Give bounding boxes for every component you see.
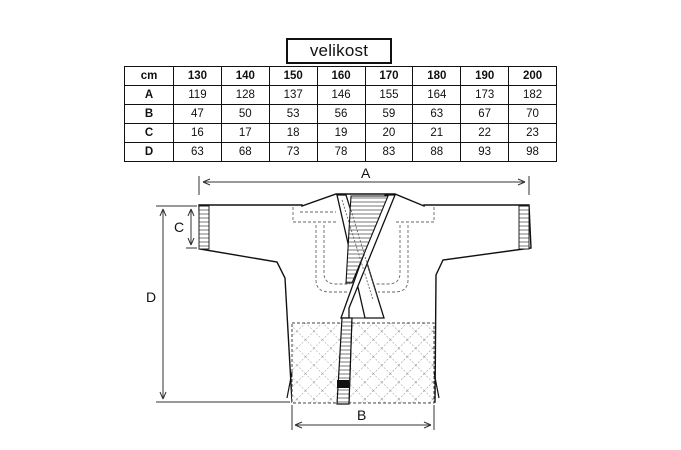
dimension-d-label: D (146, 289, 156, 305)
table-cell: 155 (364, 85, 414, 105)
table-row-d: D 63 68 73 78 83 88 93 98 (124, 142, 557, 162)
dimension-b (291, 405, 435, 430)
dimension-c (186, 205, 197, 249)
table-row-b: B 47 50 53 56 59 63 67 70 (124, 104, 557, 124)
sleeve-cuffs (198, 205, 530, 250)
table-cell: 18 (268, 123, 318, 143)
table-cell: 17 (220, 123, 270, 143)
side-vents (286, 371, 440, 399)
lapel-collar (336, 194, 396, 319)
belt-loop-mark (337, 380, 349, 388)
dimension-d (156, 205, 290, 403)
front-overlap (336, 317, 384, 405)
table-row-a: A 119 128 137 146 155 164 173 182 (124, 85, 557, 105)
table-cell: 98 (508, 142, 557, 162)
table-row-c: C 16 17 18 19 20 21 22 23 (124, 123, 557, 143)
dimension-a-label: A (361, 165, 371, 181)
table-cell: 56 (316, 104, 366, 124)
size-header-cell: 180 (412, 66, 462, 86)
dimension-b-label: B (357, 407, 366, 423)
dimension-a (198, 176, 530, 195)
table-cell: 63 (173, 142, 222, 162)
chest-reinforcement (315, 225, 409, 293)
row-label: C (124, 123, 174, 143)
row-label: D (124, 142, 174, 162)
size-table: cm 130 140 150 160 170 180 190 200 A 119… (124, 66, 557, 162)
dimension-c-label: C (174, 219, 184, 235)
table-header-row: cm 130 140 150 160 170 180 190 200 (124, 66, 557, 86)
size-title: velikost (286, 38, 392, 64)
size-header-cell: 160 (316, 66, 366, 86)
table-cell: 19 (316, 123, 366, 143)
table-cell: 83 (364, 142, 414, 162)
table-cell: 20 (364, 123, 414, 143)
table-cell: 67 (460, 104, 510, 124)
shoulder-yoke (292, 207, 435, 223)
table-cell: 78 (316, 142, 366, 162)
table-cell: 88 (412, 142, 462, 162)
quilted-panel (291, 322, 435, 404)
